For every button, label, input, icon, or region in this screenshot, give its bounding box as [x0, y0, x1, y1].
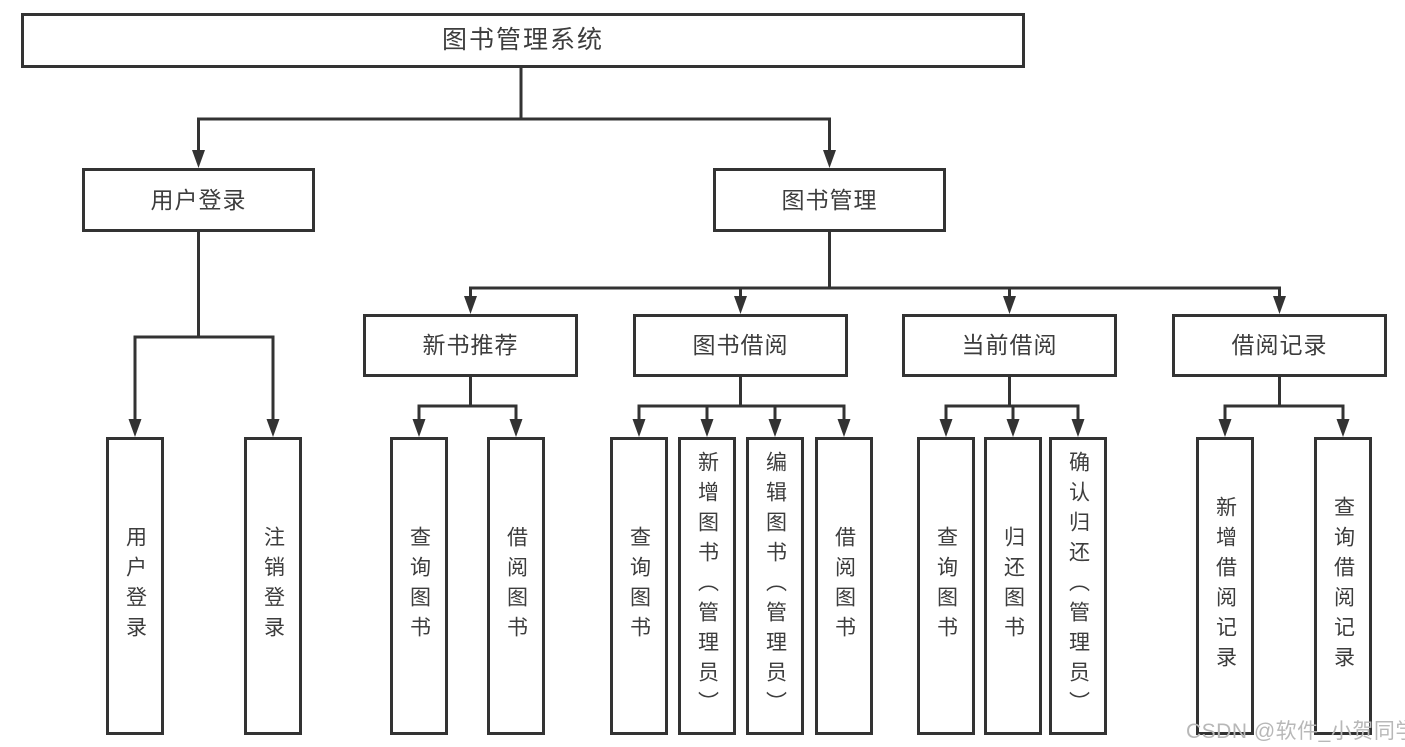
- arrowhead-icon: [632, 419, 646, 437]
- node-leaf-borrow-books: 借阅图书: [815, 437, 873, 735]
- connector-current-borrow-to-children: [939, 375, 1085, 437]
- arrowhead-icon: [837, 419, 851, 437]
- node-leaf-user-login: 用户登录: [106, 437, 164, 735]
- node-label: 图书管理: [781, 186, 878, 213]
- arrowhead-icon: [1006, 419, 1020, 437]
- node-label: 新书推荐: [422, 332, 519, 358]
- node-leaf-add-books-admin: 新增图书（管理员）: [678, 437, 736, 735]
- arrowhead-icon: [192, 150, 205, 168]
- connector-root-to-level2: [192, 66, 836, 168]
- node-book-management-module: 图书管理: [713, 168, 946, 232]
- node-label: 当前借阅: [961, 332, 1058, 358]
- node-label: 新增借阅记录: [1213, 496, 1237, 676]
- node-label: 图书借阅: [692, 332, 789, 358]
- node-leaf-query-books-recommend: 查询图书: [390, 437, 448, 735]
- node-library-management-system: 图书管理系统: [21, 13, 1025, 68]
- arrowhead-icon: [700, 419, 714, 437]
- arrowhead-icon: [939, 419, 953, 437]
- node-book-borrow: 图书借阅: [633, 314, 848, 377]
- connector-new-book-recommend-to-children: [412, 375, 523, 437]
- node-leaf-add-borrow-record: 新增借阅记录: [1196, 437, 1254, 735]
- node-label: 借阅图书: [832, 526, 856, 646]
- node-leaf-query-borrow-record: 查询借阅记录: [1314, 437, 1372, 735]
- arrowhead-icon: [509, 419, 523, 437]
- node-label: 用户登录: [150, 186, 247, 213]
- node-leaf-query-books-current: 查询图书: [917, 437, 975, 735]
- connector-user-login-to-children: [128, 230, 280, 437]
- node-new-book-recommend: 新书推荐: [363, 314, 578, 377]
- node-leaf-borrow-books-recommend: 借阅图书: [487, 437, 545, 735]
- node-label: 查询图书: [407, 526, 431, 646]
- arrowhead-icon: [464, 296, 477, 314]
- node-label: 确认归还（管理员）: [1066, 451, 1090, 721]
- node-leaf-return-books: 归还图书: [984, 437, 1042, 735]
- arrowhead-icon: [412, 419, 426, 437]
- node-label: 编辑图书（管理员）: [763, 451, 787, 721]
- arrowhead-icon: [1218, 419, 1232, 437]
- node-leaf-query-books-borrow: 查询图书: [610, 437, 668, 735]
- arrowhead-icon: [1336, 419, 1350, 437]
- arrowhead-icon: [266, 419, 280, 437]
- connector-book-management-to-level3: [464, 230, 1286, 314]
- node-label: 新增图书（管理员）: [695, 451, 719, 721]
- node-label: 用户登录: [123, 526, 147, 646]
- node-label: 归还图书: [1001, 526, 1025, 646]
- node-current-borrow: 当前借阅: [902, 314, 1117, 377]
- arrowhead-icon: [1071, 419, 1085, 437]
- arrowhead-icon: [1003, 296, 1016, 314]
- arrowhead-icon: [128, 419, 142, 437]
- node-user-login-module: 用户登录: [82, 168, 315, 232]
- node-label: 借阅图书: [504, 526, 528, 646]
- arrowhead-icon: [823, 150, 836, 168]
- arrowhead-icon: [1273, 296, 1286, 314]
- node-leaf-edit-books-admin: 编辑图书（管理员）: [746, 437, 804, 735]
- node-label: 图书管理系统: [441, 26, 604, 54]
- csdn-watermark: CSDN @软件_小贺同学: [1186, 720, 1405, 743]
- arrowhead-icon: [768, 419, 782, 437]
- connector-borrow-record-to-children: [1218, 375, 1350, 437]
- node-label: 借阅记录: [1231, 332, 1328, 358]
- arrowhead-icon: [734, 296, 747, 314]
- node-label: 查询借阅记录: [1331, 496, 1355, 676]
- node-label: 查询图书: [627, 526, 651, 646]
- node-leaf-logout: 注销登录: [244, 437, 302, 735]
- connector-book-borrow-to-children: [632, 375, 851, 437]
- node-leaf-confirm-return-admin: 确认归还（管理员）: [1049, 437, 1107, 735]
- node-label: 查询图书: [934, 526, 958, 646]
- node-label: 注销登录: [261, 526, 285, 646]
- node-borrow-record: 借阅记录: [1172, 314, 1387, 377]
